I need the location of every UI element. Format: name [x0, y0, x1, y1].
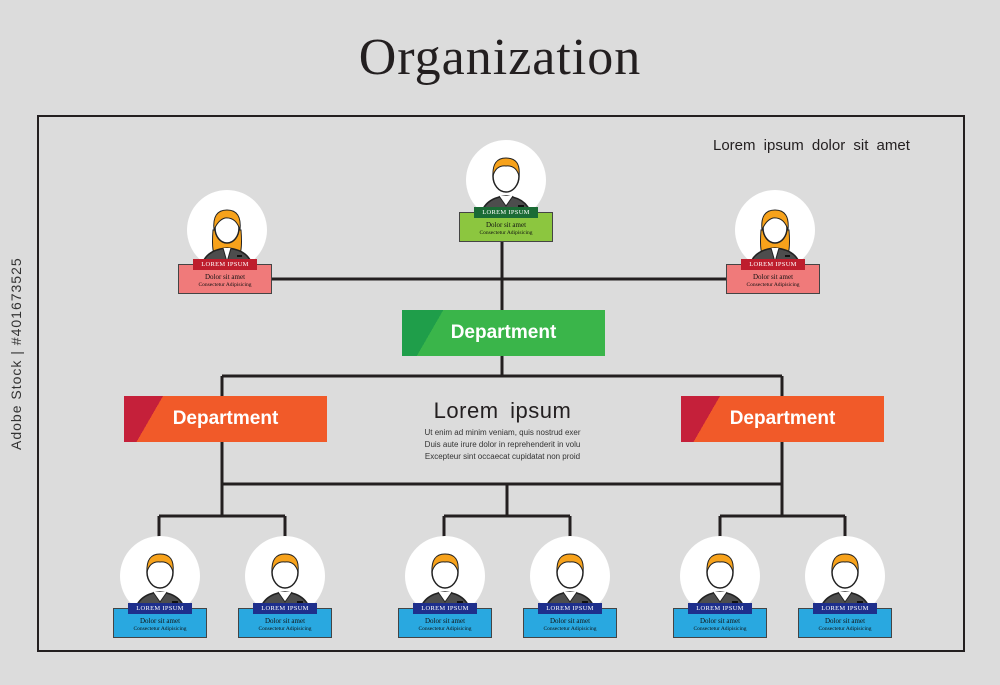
card-tag: LOREM IPSUM	[413, 603, 477, 614]
avatar	[680, 536, 760, 616]
card-line-2: Consectetur Adipisicing	[198, 282, 252, 288]
person-card: LOREM IPSUM Dolor sit amet Consectetur A…	[113, 603, 207, 638]
card-line-1: Dolor sit amet	[485, 221, 527, 229]
card-tag: LOREM IPSUM	[538, 603, 602, 614]
paragraph-line: Ut enim ad minim veniam, quis nostrud ex…	[424, 428, 581, 437]
card-line-1: Dolor sit amet	[752, 273, 794, 281]
card-line-2: Consectetur Adipisicing	[543, 626, 597, 632]
card-line-1: Dolor sit amet	[139, 617, 181, 625]
card-line-1: Dolor sit amet	[824, 617, 866, 625]
center-text-block: Lorem ipsum Ut enim ad minim veniam, qui…	[400, 398, 605, 463]
department-box-center: Department	[402, 310, 605, 356]
center-heading: Lorem ipsum	[433, 398, 572, 423]
person-card: LOREM IPSUM Dolor sit amet Consectetur A…	[523, 603, 617, 638]
male-person-icon	[133, 553, 187, 616]
person-card: LOREM IPSUM Dolor sit amet Consectetur A…	[798, 603, 892, 638]
card-line-2: Consectetur Adipisicing	[746, 282, 800, 288]
card-tag: LOREM IPSUM	[688, 603, 752, 614]
card-tag: LOREM IPSUM	[253, 603, 317, 614]
avatar	[120, 536, 200, 616]
card-line-1: Dolor sit amet	[264, 617, 306, 625]
card-tag: LOREM IPSUM	[813, 603, 877, 614]
person-card: LOREM IPSUM Dolor sit amet Consectetur A…	[459, 207, 553, 242]
female-person-icon	[200, 209, 254, 270]
card-line-2: Consectetur Adipisicing	[693, 626, 747, 632]
card-line-1: Dolor sit amet	[204, 273, 246, 281]
card-tag: LOREM IPSUM	[474, 207, 538, 218]
card-line-2: Consectetur Adipisicing	[479, 230, 533, 236]
corner-caption: Lorem ipsum dolor sit amet	[713, 137, 910, 154]
person-card: LOREM IPSUM Dolor sit amet Consectetur A…	[726, 259, 820, 294]
card-line-1: Dolor sit amet	[424, 617, 466, 625]
avatar	[530, 536, 610, 616]
card-line-2: Consectetur Adipisicing	[258, 626, 312, 632]
person-card: LOREM IPSUM Dolor sit amet Consectetur A…	[238, 603, 332, 638]
paragraph-line: Duis aute irure dolor in reprehenderit i…	[424, 440, 581, 449]
chart-frame	[37, 115, 965, 652]
card-tag: LOREM IPSUM	[128, 603, 192, 614]
paragraph-line: Excepteur sint occaecat cupidatat non pr…	[424, 452, 581, 461]
department-box-right: Department	[681, 396, 884, 442]
avatar	[735, 190, 815, 270]
card-line-2: Consectetur Adipisicing	[818, 626, 872, 632]
card-line-2: Consectetur Adipisicing	[418, 626, 472, 632]
card-line-2: Consectetur Adipisicing	[133, 626, 187, 632]
stock-id: Adobe Stock | #401673525	[8, 257, 24, 450]
page-title: Organization	[358, 29, 642, 86]
card-tag: LOREM IPSUM	[193, 259, 257, 270]
person-card: LOREM IPSUM Dolor sit amet Consectetur A…	[178, 259, 272, 294]
department-box-left: Department	[124, 396, 327, 442]
female-person-icon	[748, 209, 802, 270]
person-card: LOREM IPSUM Dolor sit amet Consectetur A…	[673, 603, 767, 638]
person-card: LOREM IPSUM Dolor sit amet Consectetur A…	[398, 603, 492, 638]
center-paragraph: Ut enim ad minim veniam, quis nostrud ex…	[400, 427, 605, 463]
avatar	[187, 190, 267, 270]
card-line-1: Dolor sit amet	[699, 617, 741, 625]
card-tag: LOREM IPSUM	[741, 259, 805, 270]
card-line-1: Dolor sit amet	[549, 617, 591, 625]
